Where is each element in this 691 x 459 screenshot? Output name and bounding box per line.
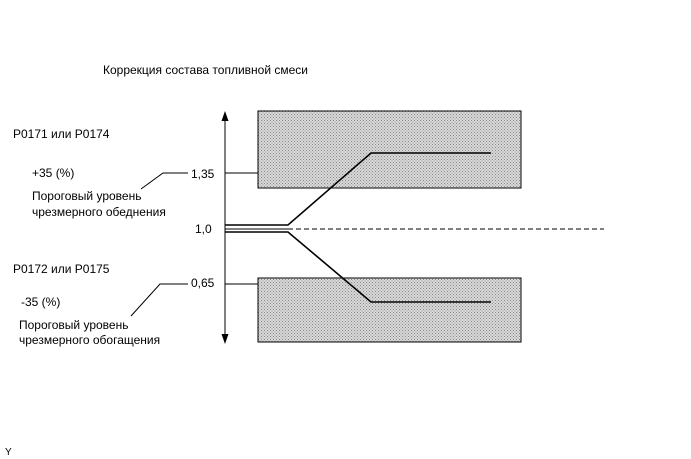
rich-threshold-label-line1: Пороговый уровень: [19, 318, 128, 332]
rich-threshold-region: [257, 277, 522, 343]
rich-threshold-label-line2: чрезмерного обогащения: [19, 333, 160, 347]
axis-arrow-up-icon: [221, 111, 229, 121]
axis-arrow-down-icon: [221, 334, 229, 344]
value-label-1-35: 1,35: [191, 167, 215, 181]
corner-mark: Y: [5, 447, 12, 458]
lean-threshold-label-line2: чрезмерного обеднения: [32, 205, 166, 219]
lean-leader-line: [140, 172, 188, 190]
diagram-title: Коррекция состава топливной смеси: [103, 63, 308, 77]
rich-codes-label: P0172 или P0175: [13, 262, 110, 276]
lean-codes-label: P0171 или P0174: [13, 127, 110, 141]
value-label-1-0: 1,0: [195, 222, 212, 236]
rich-percent-label: -35 (%): [21, 295, 60, 309]
lean-threshold-region: [257, 110, 522, 189]
rich-leader-line: [130, 283, 188, 317]
rich-trim-curve: [225, 231, 491, 303]
lean-percent-label: +35 (%): [32, 166, 74, 180]
lean-threshold-label-line1: Пороговый уровень: [32, 189, 141, 203]
lean-trim-curve: [225, 152, 491, 226]
value-label-0-65: 0,65: [191, 276, 215, 290]
